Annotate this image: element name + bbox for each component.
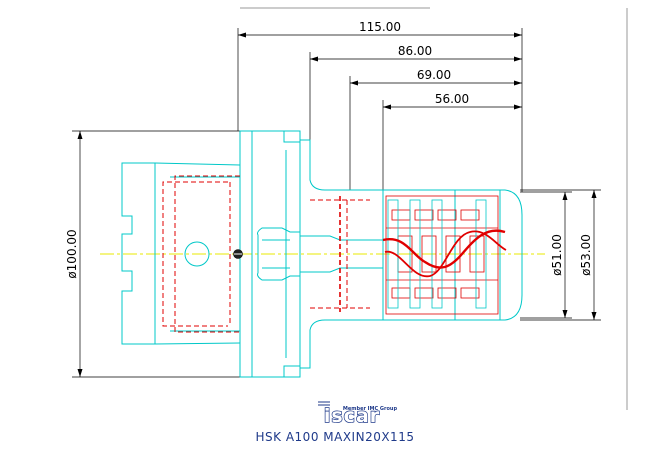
dimension-86: 86.00 <box>398 44 432 58</box>
hidden-lines <box>162 175 370 333</box>
dimension-arrows <box>77 32 597 377</box>
tool-caption: HSK A100 MAXIN20X115 <box>255 430 415 444</box>
tool-outline <box>121 130 523 378</box>
wave-mark-shadow <box>384 230 507 277</box>
dimension-lines <box>72 7 628 410</box>
dimension-56: 56.00 <box>435 92 469 106</box>
center-point-marker <box>233 249 243 259</box>
iscar-logo: Member IMC Group iscar <box>318 401 398 428</box>
collet-cage-outline <box>387 199 487 309</box>
dimension-diameter-51: ø51.00 <box>550 234 564 276</box>
dimension-115: 115.00 <box>359 20 401 34</box>
logo-wordmark: iscar <box>324 405 380 427</box>
logo-tagline: Member IMC Group <box>343 406 398 412</box>
dimension-69: 69.00 <box>417 68 451 82</box>
wave-mark <box>382 229 506 269</box>
dimension-diameter-53: ø53.00 <box>579 234 593 276</box>
dimension-diameter-100: ø100.00 <box>65 229 79 278</box>
